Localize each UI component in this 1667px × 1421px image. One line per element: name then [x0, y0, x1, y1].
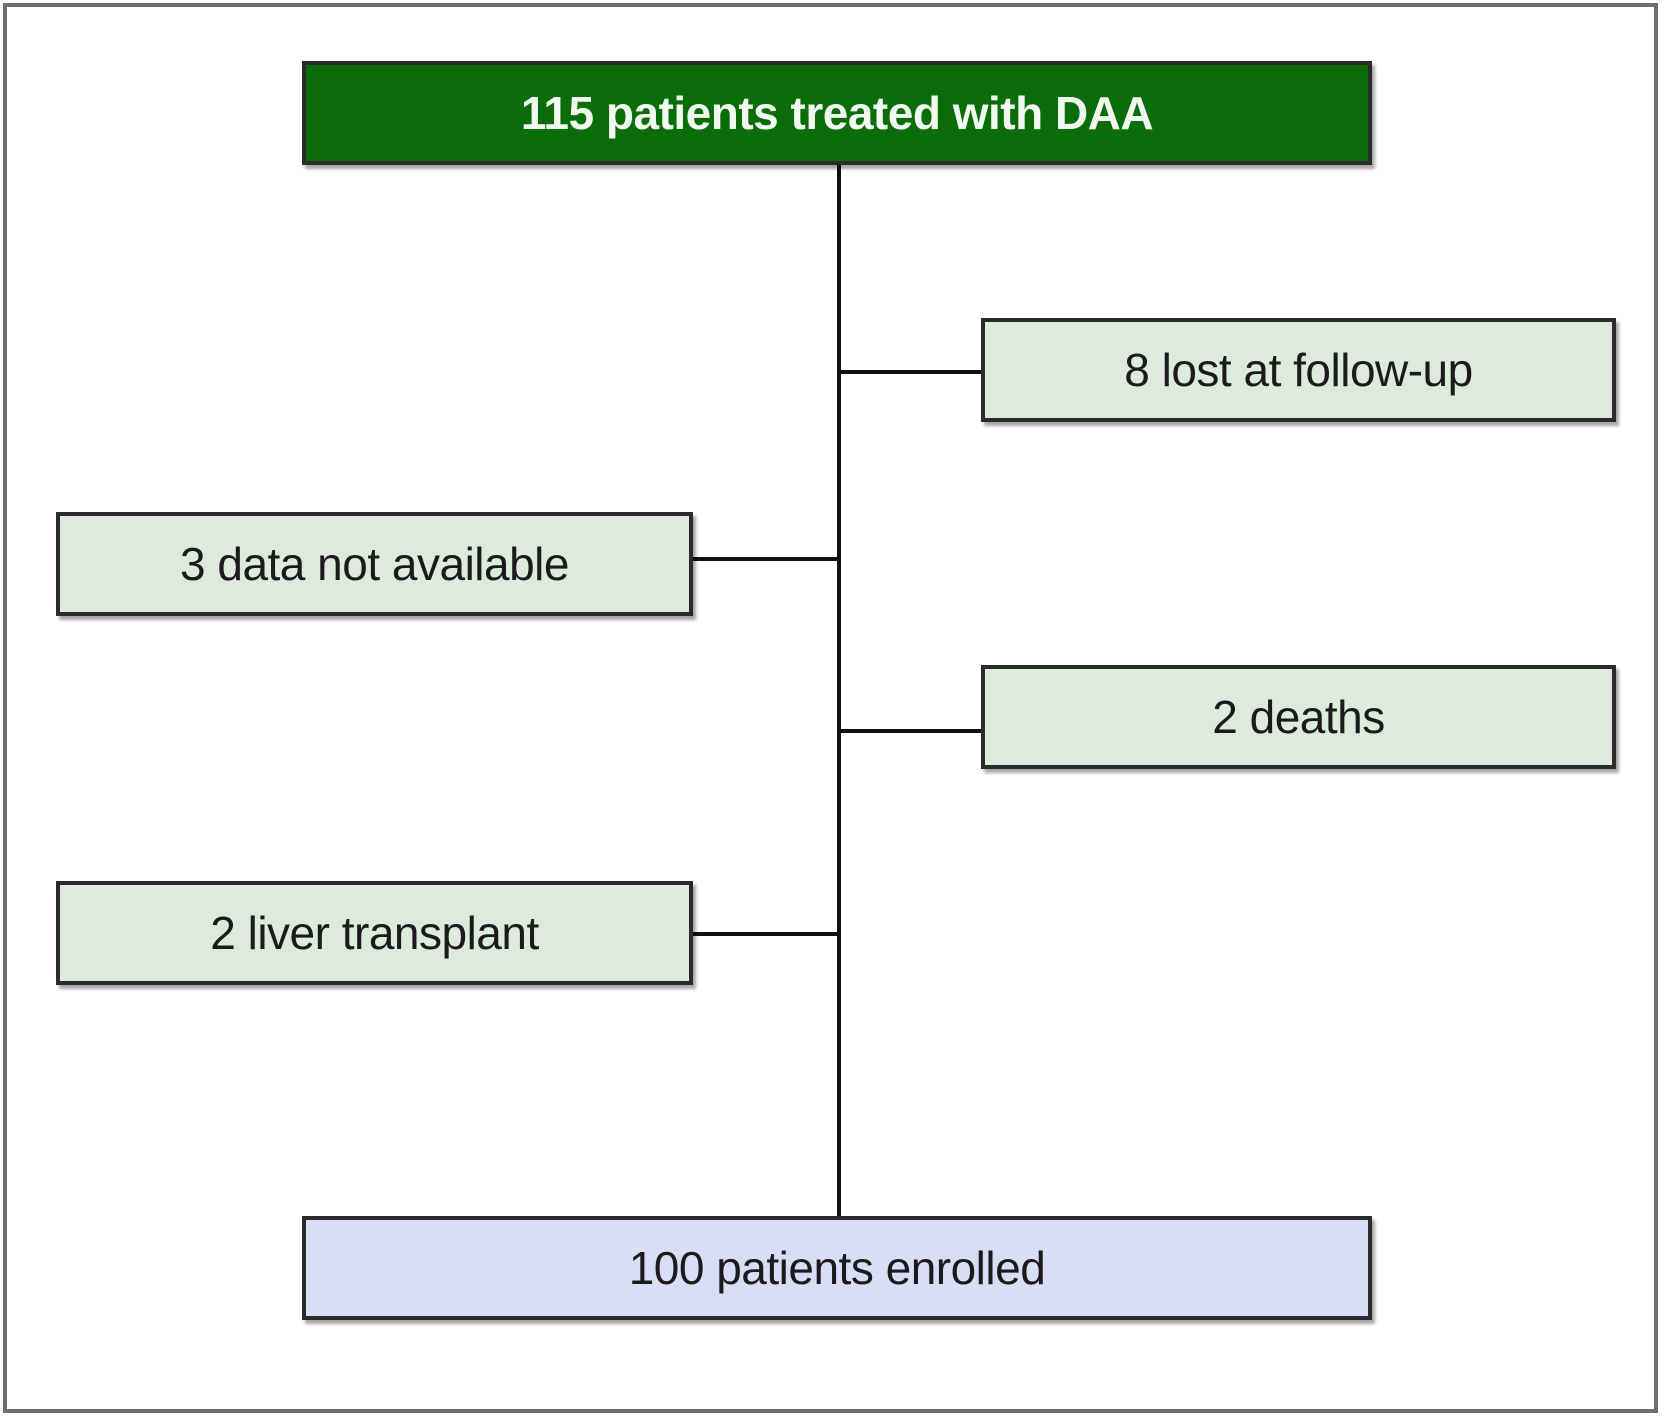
- start-box: 115 patients treated with DAA: [302, 61, 1372, 165]
- end-box: 100 patients enrolled: [302, 1216, 1372, 1320]
- vertical-connector: [837, 162, 841, 1220]
- connector-to-lost-followup: [837, 370, 983, 374]
- connector-to-deaths: [837, 729, 983, 733]
- exclusion-box-data-not-available: 3 data not available: [56, 512, 693, 616]
- exclusion-box-lost-followup: 8 lost at follow-up: [981, 318, 1616, 422]
- exclusion-box-deaths: 2 deaths: [981, 665, 1616, 769]
- connector-to-liver-transplant: [691, 932, 841, 936]
- connector-to-data-not-available: [691, 557, 841, 561]
- diagram-frame: 115 patients treated with DAA 8 lost at …: [3, 3, 1658, 1413]
- exclusion-box-liver-transplant: 2 liver transplant: [56, 881, 693, 985]
